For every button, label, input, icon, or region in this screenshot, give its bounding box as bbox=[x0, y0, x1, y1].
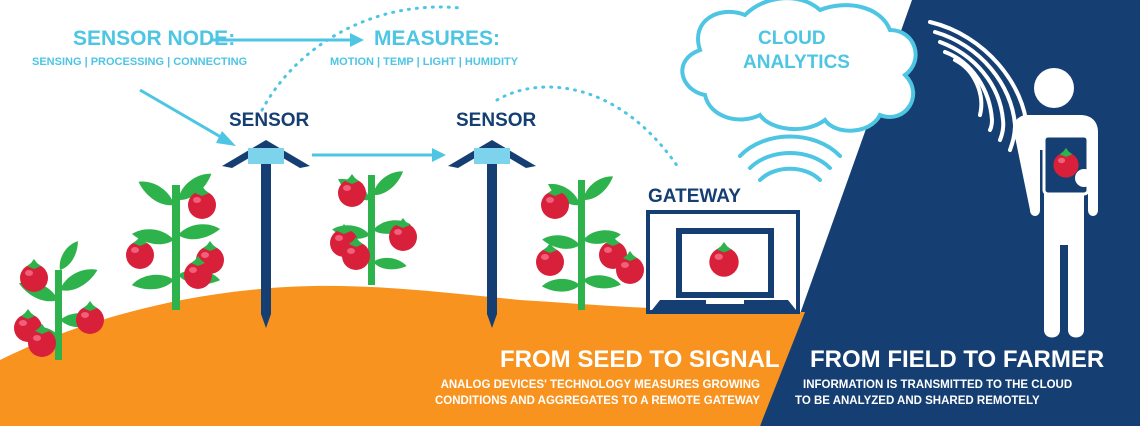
cloud-line-2: ANALYTICS bbox=[743, 52, 850, 73]
arrow-to-sensor-1 bbox=[139, 88, 236, 146]
measures-subtitle: MOTION | TEMP | LIGHT | HUMIDITY bbox=[330, 56, 519, 68]
sensor-node-title: SENSOR NODE: bbox=[73, 27, 236, 50]
arrow-sensor-node-to-measures bbox=[212, 33, 364, 47]
gateway-signal-waves bbox=[738, 134, 842, 182]
farmer-title: FROM FIELD TO FARMER bbox=[810, 346, 1105, 373]
measures-title: MEASURES: bbox=[374, 27, 501, 50]
tomato-plant-1 bbox=[14, 238, 104, 360]
sensor-1-post bbox=[222, 140, 310, 328]
dotted-arc-sensor-2 bbox=[495, 85, 682, 172]
sensor-node-subtitle: SENSING | PROCESSING | CONNECTING bbox=[32, 56, 248, 68]
field-title: FROM SEED TO SIGNAL bbox=[500, 346, 780, 373]
farmer-desc-line-2: TO BE ANALYZED AND SHARED REMOTELY bbox=[795, 395, 1040, 407]
field-hill bbox=[0, 285, 805, 426]
tomato-plant-4 bbox=[536, 172, 644, 310]
tomato-plant-2 bbox=[126, 169, 224, 310]
sensor-2-label: SENSOR bbox=[456, 110, 537, 131]
tomato-plant-3 bbox=[330, 167, 417, 285]
farmer-figure bbox=[1013, 68, 1098, 338]
sensor-1-label: SENSOR bbox=[229, 110, 310, 131]
field-desc-line-2: CONDITIONS AND AGGREGATES TO A REMOTE GA… bbox=[435, 395, 760, 407]
cloud-line-1: CLOUD bbox=[758, 28, 826, 49]
farmer-desc-line-1: INFORMATION IS TRANSMITTED TO THE CLOUD bbox=[803, 379, 1073, 391]
field-desc-line-1: ANALOG DEVICES' TECHNOLOGY MEASURES GROW… bbox=[440, 379, 760, 391]
gateway-laptop bbox=[646, 210, 800, 314]
arrow-sensor-1-to-sensor-2 bbox=[312, 148, 446, 162]
cloud-shape bbox=[680, 0, 918, 133]
gateway-label: GATEWAY bbox=[648, 186, 741, 207]
sensor-2-post bbox=[448, 140, 536, 328]
